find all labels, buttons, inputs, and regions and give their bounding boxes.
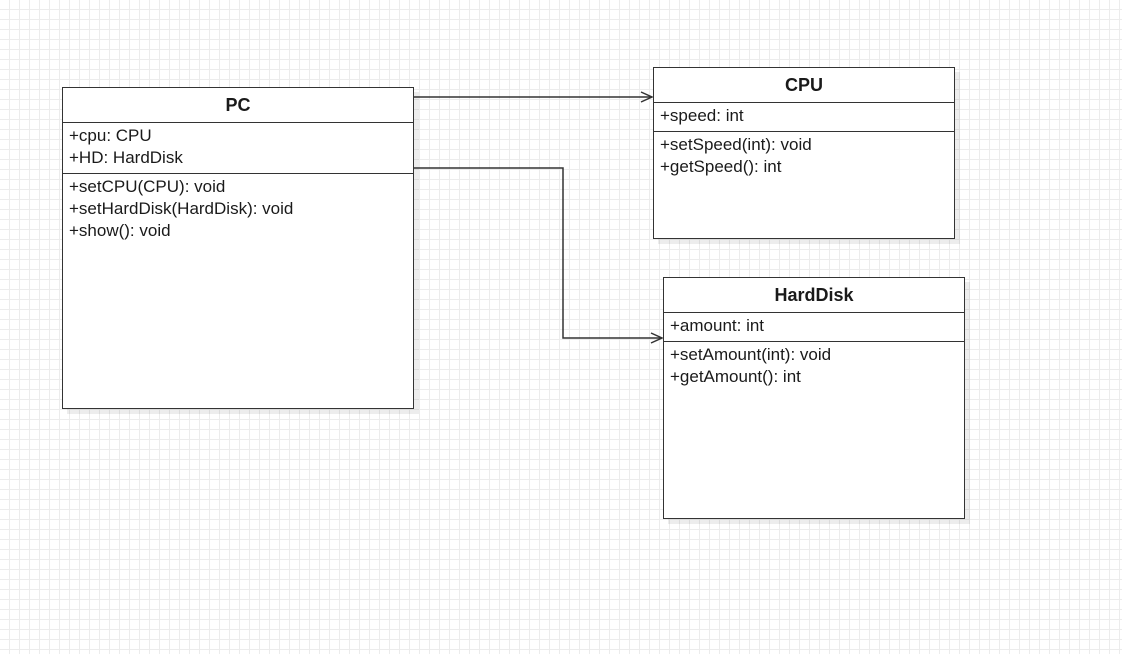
class-cpu-operation: +setSpeed(int): void [660,135,812,154]
class-pc[interactable]: PC +cpu: CPU +HD: HardDisk +setCPU(CPU):… [62,87,414,409]
class-pc-operation: +setHardDisk(HardDisk): void [69,199,294,218]
connector-pc-to-cpu[interactable] [414,91,654,103]
class-cpu-operations: +setSpeed(int): void +getSpeed(): int [654,132,954,182]
connector-pc-to-harddisk[interactable] [414,167,664,344]
class-pc-name: PC [63,88,413,123]
class-harddisk-attribute: +amount: int [670,316,765,335]
class-pc-operation: +show(): void [69,221,171,240]
class-pc-operations: +setCPU(CPU): void +setHardDisk(HardDisk… [63,174,413,246]
class-harddisk[interactable]: HardDisk +amount: int +setAmount(int): v… [663,277,965,519]
open-arrowhead-icon [650,332,664,344]
open-arrowhead-icon [640,91,654,103]
class-harddisk-name: HardDisk [664,278,964,313]
class-harddisk-operation: +getAmount(): int [670,367,801,386]
class-cpu-attributes: +speed: int [654,103,954,132]
class-cpu[interactable]: CPU +speed: int +setSpeed(int): void +ge… [653,67,955,239]
class-cpu-attribute: +speed: int [660,106,744,125]
class-pc-attribute: +cpu: CPU [69,126,152,145]
class-harddisk-operations: +setAmount(int): void +getAmount(): int [664,342,964,392]
class-cpu-operation: +getSpeed(): int [660,157,782,176]
class-pc-operation: +setCPU(CPU): void [69,177,226,196]
class-pc-attributes: +cpu: CPU +HD: HardDisk [63,123,413,174]
class-harddisk-attributes: +amount: int [664,313,964,342]
class-pc-attribute: +HD: HardDisk [69,148,183,167]
class-cpu-name: CPU [654,68,954,103]
class-harddisk-operation: +setAmount(int): void [670,345,832,364]
